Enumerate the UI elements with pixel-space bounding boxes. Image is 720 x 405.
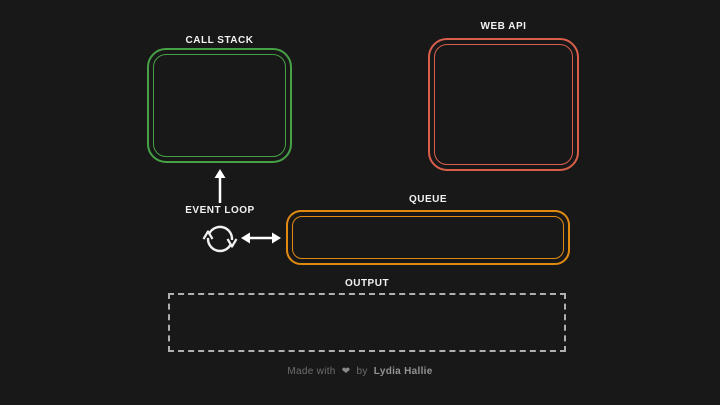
output-label: OUTPUT — [344, 278, 390, 289]
call-stack-label: CALL STACK — [185, 35, 254, 46]
queue-box-inner — [292, 216, 564, 259]
web-api-label: WEB API — [480, 21, 527, 32]
output-box — [168, 293, 566, 352]
event-loop-label: EVENT LOOP — [185, 205, 255, 216]
call-stack-box — [147, 48, 292, 163]
web-api-box — [428, 38, 579, 171]
footer-made-with-text: Made with — [287, 366, 336, 377]
author-name: Lydia Hallie — [373, 366, 433, 377]
footer-credit: Made with ❤ by Lydia Hallie — [0, 366, 720, 377]
arrow-up-icon — [213, 169, 227, 205]
call-stack-box-inner — [153, 54, 286, 157]
footer-by-text: by — [356, 366, 368, 377]
sync-loop-icon — [198, 219, 242, 259]
heart-icon: ❤ — [341, 366, 351, 377]
queue-label: QUEUE — [408, 194, 448, 205]
arrow-left-right-icon — [241, 231, 281, 245]
web-api-box-inner — [434, 44, 573, 165]
queue-box — [286, 210, 570, 265]
